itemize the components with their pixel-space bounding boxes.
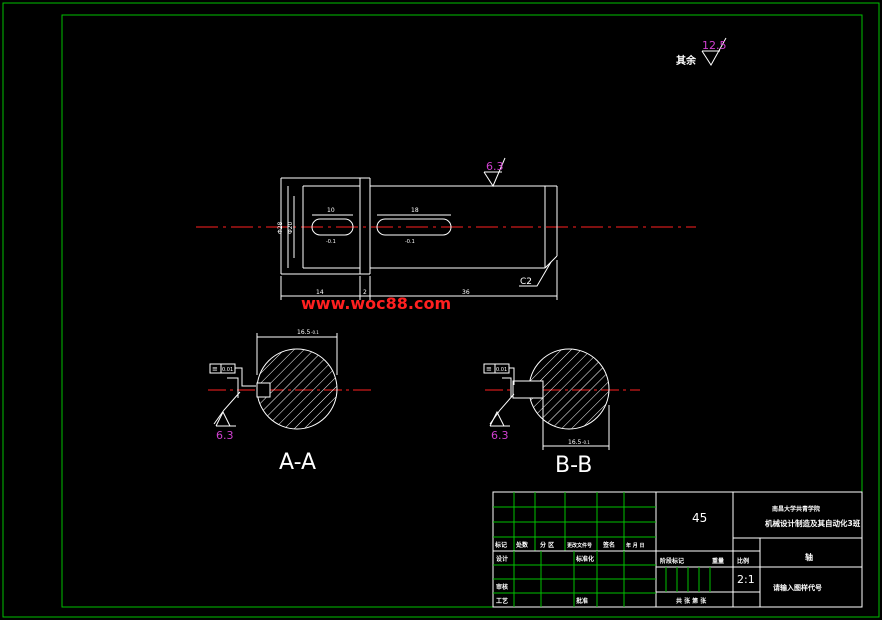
section-bb-dim-tol: -0.1: [582, 440, 590, 445]
section-aa-dim-tol: -0.1: [311, 330, 319, 335]
tb-role-standardize: 标准化: [575, 555, 594, 563]
title-block: 标记 处数 分 区 更改文件号 签名 年 月 日 设计 标准化 审核 工艺 批准…: [492, 491, 863, 608]
tb-header-0: 标记: [494, 541, 507, 549]
section-a-a: 16.5 -0.1 ≡ 0.01 6.3 A-A: [208, 329, 372, 475]
dim-key-left: 10: [327, 207, 335, 214]
tb-school: 南昌大学共青学院: [772, 505, 820, 513]
section-aa-roughness: 6.3: [216, 429, 234, 442]
dim-len-14: 14: [316, 289, 324, 296]
section-b-b: 16.5 -0.1 ≡ 0.01 6.3 B-B: [483, 348, 640, 478]
chamfer-label: C2: [520, 277, 532, 287]
tb-drawing-no: 请输入图样代号: [773, 583, 822, 592]
section-bb-keyway: [512, 380, 544, 399]
dim-key-right: 18: [411, 207, 419, 214]
section-bb-tol-symbol: ≡: [486, 365, 492, 373]
tb-header-4: 签名: [602, 541, 615, 549]
tol-key-right: -0.1: [405, 239, 415, 245]
tb-role-approve: 批准: [576, 597, 588, 605]
dim-dia-small: Φ20: [287, 221, 294, 234]
section-aa-tol-symbol: ≡: [212, 365, 218, 373]
roughness-other-label: 其余: [676, 54, 697, 67]
section-aa-tol: 0.01: [222, 367, 233, 373]
tb-header-3: 更改文件号: [567, 542, 592, 549]
dim-dia-large: Φ28: [277, 221, 284, 234]
section-aa-label: A-A: [279, 450, 316, 475]
section-aa-keyway: [256, 382, 271, 398]
keyway-right: [376, 218, 452, 236]
tb-project: 机械设计制造及其自动化3班: [765, 518, 861, 528]
tb-header-1: 处数: [515, 541, 529, 549]
watermark: www.woc88.com: [301, 294, 451, 313]
main-view: Φ28 Φ20 10 18 -0.1 -0.1 14 2 36 C2 6.3: [196, 157, 696, 300]
tb-role-design: 设计: [496, 555, 508, 563]
dim-len-2: 2: [363, 289, 367, 296]
section-bb-tol: 0.01: [496, 367, 507, 373]
tb-role-review: 审核: [496, 583, 508, 591]
roughness-top: 6.3: [486, 160, 504, 173]
tb-header-2: 分 区: [540, 541, 554, 549]
keyway-left: [311, 218, 354, 236]
tb-weight: 重量: [712, 557, 724, 565]
section-bb-roughness: 6.3: [491, 429, 509, 442]
section-bb-dim: 16.5: [568, 439, 582, 446]
tb-header-5: 年 月 日: [626, 542, 644, 549]
roughness-other-value: 12.5: [702, 39, 727, 52]
tol-key-left: -0.1: [326, 239, 336, 245]
roughness-other: 其余 12.5: [676, 37, 727, 67]
section-aa-dim: 16.5: [297, 329, 311, 336]
tb-stage-mark: 阶段标记: [660, 557, 684, 565]
section-bb-label: B-B: [555, 453, 592, 478]
dim-len-36: 36: [462, 289, 470, 296]
tb-part-name: 轴: [805, 552, 813, 562]
tb-scale: 2:1: [737, 573, 755, 586]
tb-material: 45: [692, 511, 707, 525]
tb-sheet-info: 共 张 第 张: [676, 597, 707, 605]
tb-role-process: 工艺: [496, 597, 508, 605]
tb-scale-label: 比例: [737, 557, 749, 565]
inner-frame: [61, 14, 863, 608]
